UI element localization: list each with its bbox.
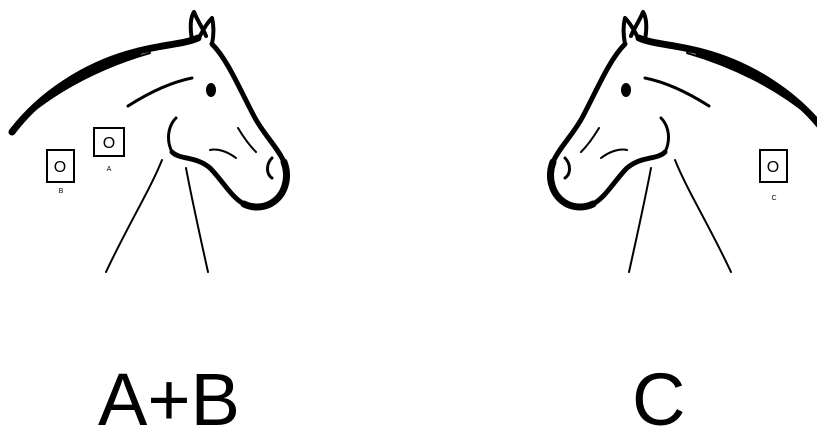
marker-c-symbol: O (767, 159, 779, 176)
marker-a-symbol: O (103, 135, 115, 152)
horse-right (551, 12, 817, 272)
marker-c: O C (760, 150, 787, 202)
caption-right: C (632, 360, 685, 440)
marker-b-label: B (59, 188, 64, 195)
horse-left-eye (206, 83, 216, 97)
caption-left: A+B (98, 360, 240, 440)
marker-a-label: A (107, 166, 112, 173)
marker-c-label: C (771, 195, 776, 202)
horse-right-eye (621, 83, 631, 97)
marker-b-symbol: O (54, 159, 66, 176)
marker-a: O A (94, 128, 124, 173)
marker-b: O B (47, 150, 74, 195)
horse-left (12, 12, 286, 272)
